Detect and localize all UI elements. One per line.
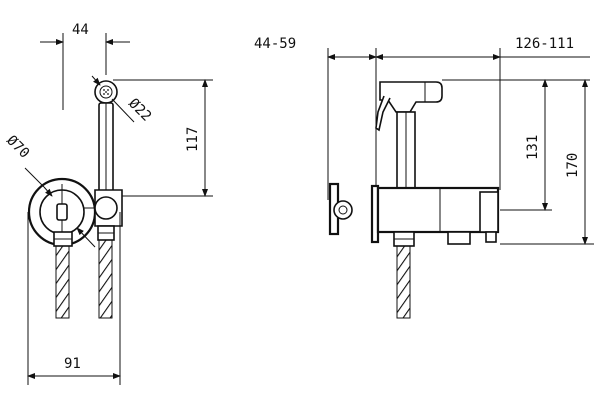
dim-131-label: 131 — [525, 135, 541, 160]
dim-44-59-label: 44-59 — [254, 36, 296, 52]
dim-70-label: Ø70 — [3, 133, 32, 162]
dim-22-label: Ø22 — [125, 96, 154, 125]
dim-44: 44 — [40, 22, 130, 110]
front-view: 44 Ø22 117 — [3, 22, 213, 385]
dim-126-111: 126-111 — [375, 36, 590, 190]
dim-91-label: 91 — [64, 356, 81, 372]
dim-44-59: 44-59 — [254, 36, 377, 200]
hoses-front — [55, 239, 113, 319]
dim-170-label: 170 — [565, 153, 581, 178]
side-view: 44-59 126-111 — [254, 36, 594, 319]
dim-131: 131 — [442, 79, 590, 211]
dim-44-label: 44 — [72, 22, 89, 38]
dim-117-label: 117 — [185, 127, 201, 152]
dim-117: 117 — [113, 79, 213, 197]
dim-91: 91 — [27, 212, 121, 385]
dim-170: 170 — [500, 79, 594, 245]
dim-126-111-label: 126-111 — [515, 36, 574, 52]
sprayer-side — [375, 81, 443, 189]
sprayer-front — [94, 80, 118, 197]
mixer-body-side — [328, 182, 500, 247]
hose-side — [396, 245, 411, 319]
